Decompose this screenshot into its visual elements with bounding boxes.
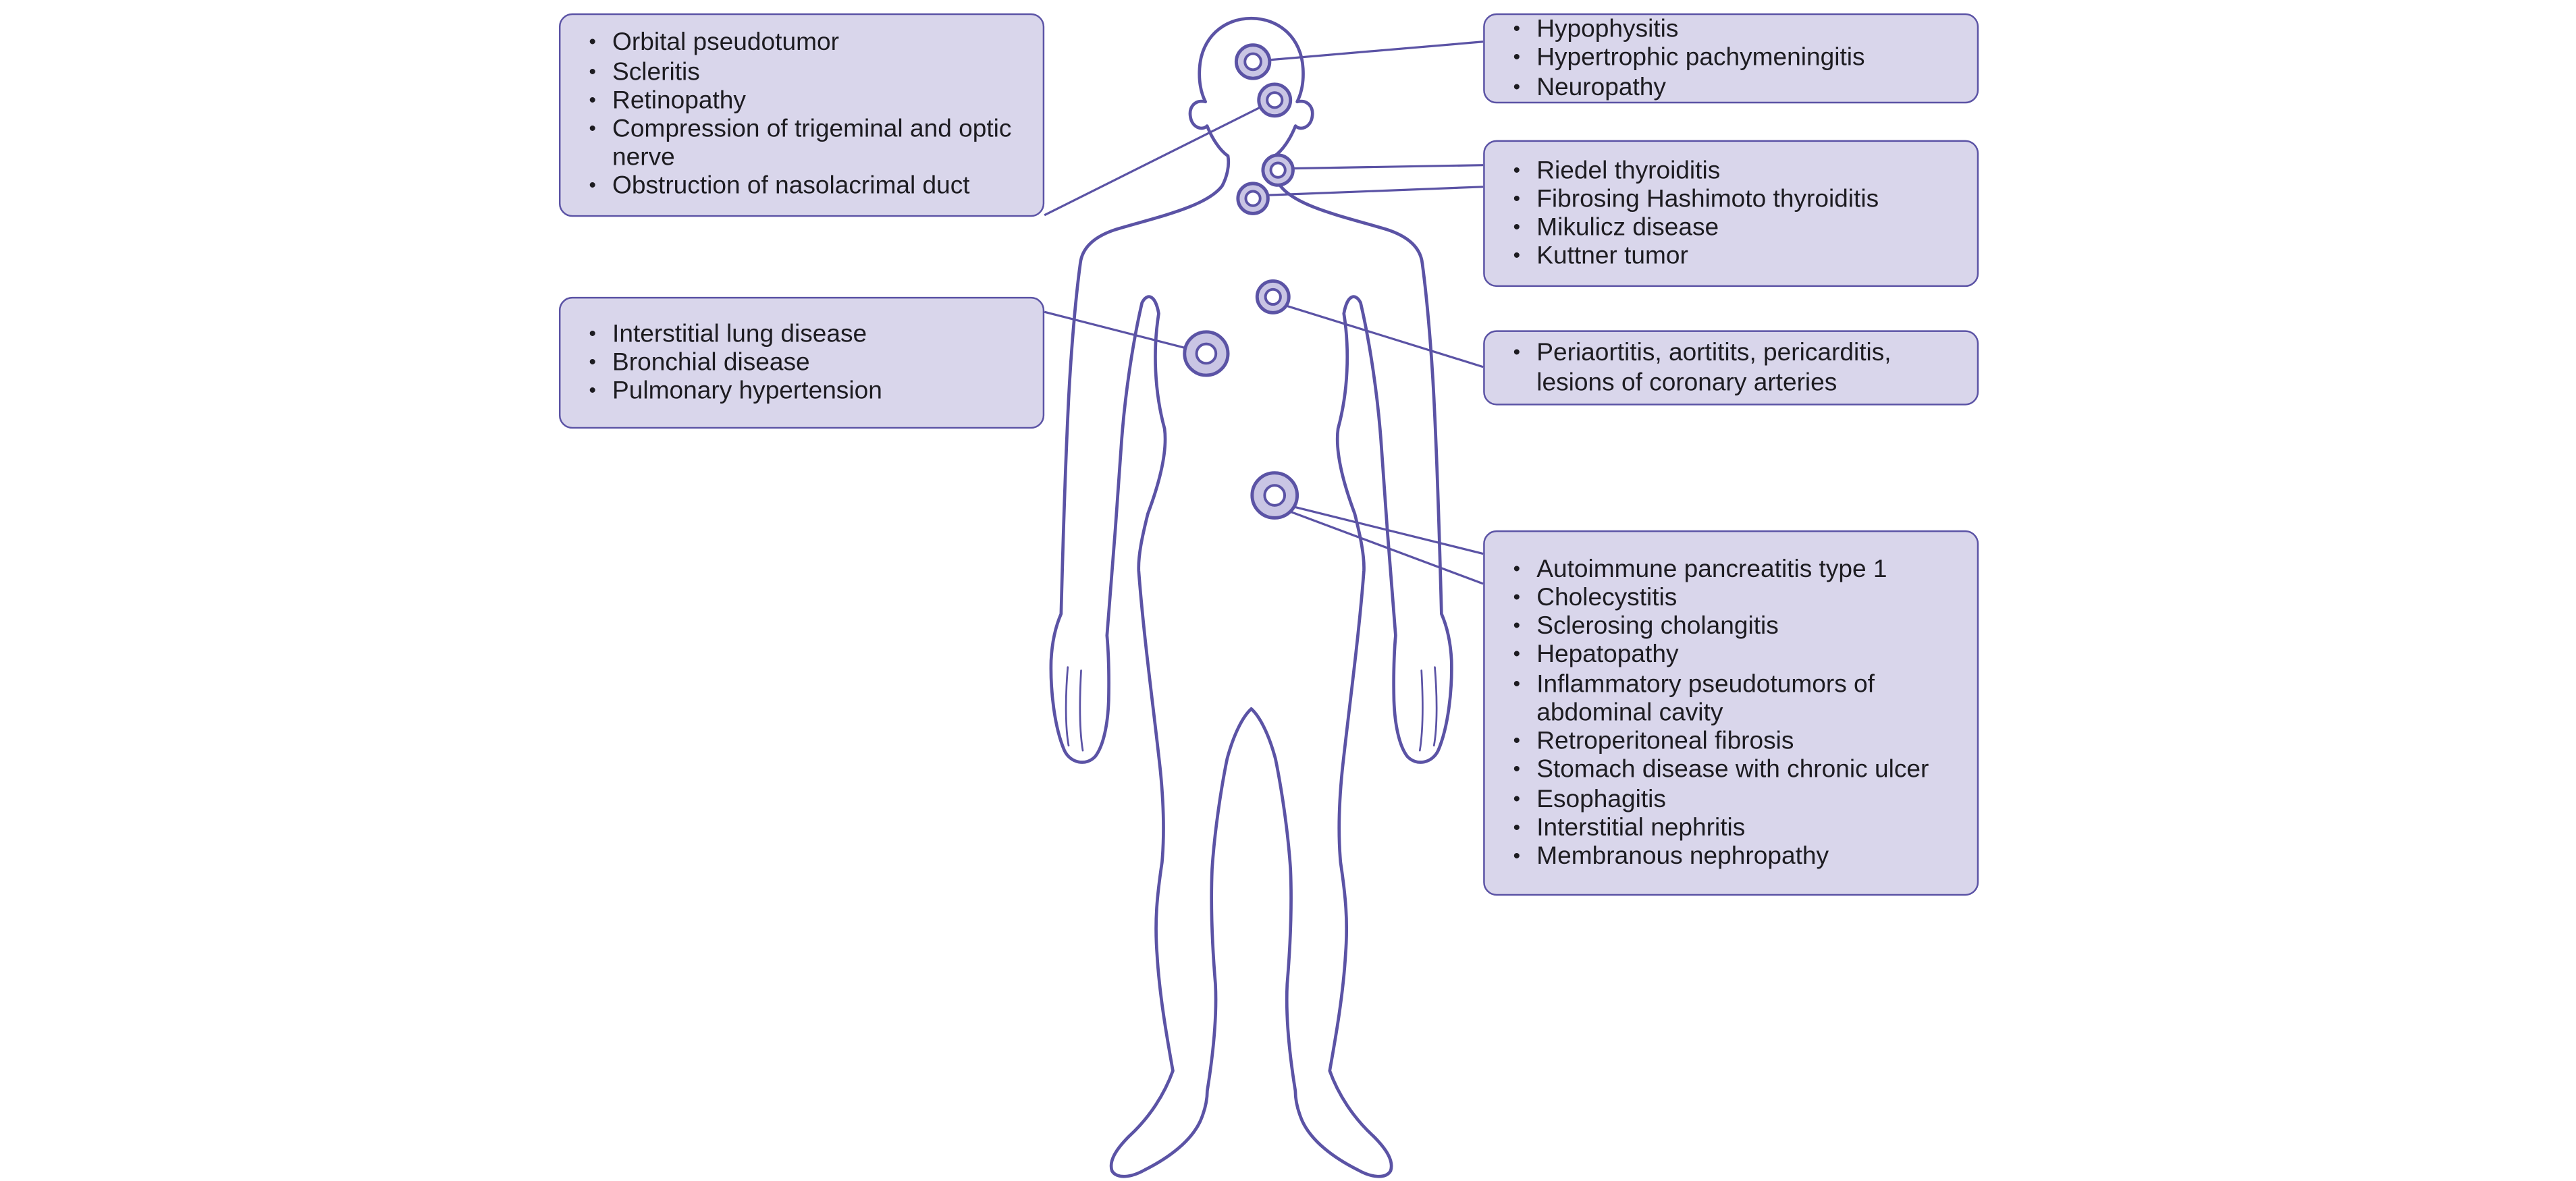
heart-aorta-marker-core — [1264, 287, 1282, 306]
disease-item: Pulmonary hypertension — [581, 377, 1029, 406]
pituitary-marker-core — [1243, 52, 1262, 72]
disease-item: Sclerosing cholangitis — [1505, 613, 1964, 642]
disease-item: Hepatopathy — [1505, 641, 1964, 670]
disease-item: Autoimmune pancreatitis type 1 — [1505, 555, 1964, 584]
finger-line-left-1 — [1079, 669, 1084, 752]
connector-thyroid — [1268, 186, 1484, 196]
connector-salivary — [1291, 164, 1484, 170]
disease-item: Fibrosing Hashimoto thyroiditis — [1505, 185, 1964, 214]
abdominal-renal-disease-list: Autoimmune pancreatitis type 1Cholecysti… — [1505, 555, 1964, 871]
label-box-pulmonary: Interstitial lung diseaseBronchial disea… — [558, 296, 1045, 429]
lung-marker — [1183, 330, 1230, 377]
disease-item: Inflammatory pseudotumors of abdominal c… — [1505, 670, 1964, 727]
ocular-disease-list: Orbital pseudotumorScleritisRetinopathyC… — [581, 29, 1029, 202]
connector-pulmonary — [1044, 310, 1189, 350]
neuro-disease-list: HypophysitisHypertrophic pachymeningitis… — [1505, 16, 1964, 102]
disease-item: Kuttner tumor — [1505, 242, 1964, 271]
pituitary-marker — [1234, 43, 1272, 80]
label-box-abdominal-renal: Autoimmune pancreatitis type 1Cholecysti… — [1483, 530, 1979, 896]
disease-item: Riedel thyroiditis — [1505, 156, 1964, 185]
cardiovascular-disease-list: Periaortitis, aortitits, pericarditis, l… — [1505, 339, 1964, 396]
disease-item: Interstitial lung disease — [581, 320, 1029, 349]
lung-marker-core — [1195, 342, 1218, 365]
disease-item: Hypertrophic pachymeningitis — [1505, 44, 1964, 73]
disease-item: Obstruction of nasolacrimal duct — [581, 173, 1029, 202]
label-box-ocular: Orbital pseudotumorScleritisRetinopathyC… — [558, 13, 1045, 217]
disease-item: Esophagitis — [1505, 785, 1964, 814]
disease-item: Retroperitoneal fibrosis — [1505, 727, 1964, 757]
disease-item: Retinopathy — [581, 86, 1029, 115]
finger-line-right-2 — [1432, 666, 1438, 747]
connector-ocular — [1044, 105, 1262, 217]
disease-item: Neuropathy — [1505, 73, 1964, 102]
organ-markers — [1183, 43, 1299, 520]
finger-line-left-2 — [1065, 666, 1070, 747]
connector-abdominal-1 — [1287, 504, 1484, 555]
disease-item: Orbital pseudotumor — [581, 29, 1029, 58]
heart-aorta-marker — [1255, 279, 1291, 314]
pulmonary-disease-list: Interstitial lung diseaseBronchial disea… — [581, 320, 1029, 406]
eye-orbit-marker — [1257, 82, 1293, 118]
label-box-neuro: HypophysitisHypertrophic pachymeningitis… — [1483, 13, 1979, 104]
disease-item: Interstitial nephritis — [1505, 813, 1964, 842]
finger-line-right-1 — [1418, 669, 1424, 752]
salivary-gland-marker — [1261, 153, 1295, 187]
label-box-thyroid-salivary: Riedel thyroiditisFibrosing Hashimoto th… — [1483, 140, 1979, 287]
eye-orbit-marker-core — [1266, 91, 1284, 109]
pancreas-abdomen-marker — [1250, 471, 1299, 520]
connector-cardio — [1284, 304, 1484, 368]
disease-item: Scleritis — [581, 57, 1029, 86]
pancreas-abdomen-marker-core — [1263, 484, 1287, 507]
disease-item: Membranous nephropathy — [1505, 842, 1964, 871]
salivary-gland-marker-core — [1269, 161, 1287, 179]
disease-item: Cholecystitis — [1505, 584, 1964, 613]
connector-abdominal-2 — [1291, 511, 1484, 585]
thyroid-marker — [1236, 182, 1270, 215]
thyroid-salivary-disease-list: Riedel thyroiditisFibrosing Hashimoto th… — [1505, 156, 1964, 271]
disease-item: Hypophysitis — [1505, 16, 1964, 45]
connector-neuro — [1268, 40, 1484, 61]
disease-item: Bronchial disease — [581, 348, 1029, 377]
disease-item: Periaortitis, aortitits, pericarditis, l… — [1505, 339, 1964, 396]
label-box-cardiovascular: Periaortitis, aortitits, pericarditis, l… — [1483, 330, 1979, 406]
disease-item: Mikulicz disease — [1505, 213, 1964, 242]
hand-finger-lines — [1065, 666, 1438, 752]
thyroid-marker-core — [1244, 190, 1262, 207]
disease-item: Stomach disease with chronic ulcer — [1505, 756, 1964, 785]
body-outline — [1049, 16, 1453, 1178]
disease-item: Compression of trigeminal and optic nerv… — [581, 115, 1029, 173]
connector-lines — [1044, 40, 1484, 585]
